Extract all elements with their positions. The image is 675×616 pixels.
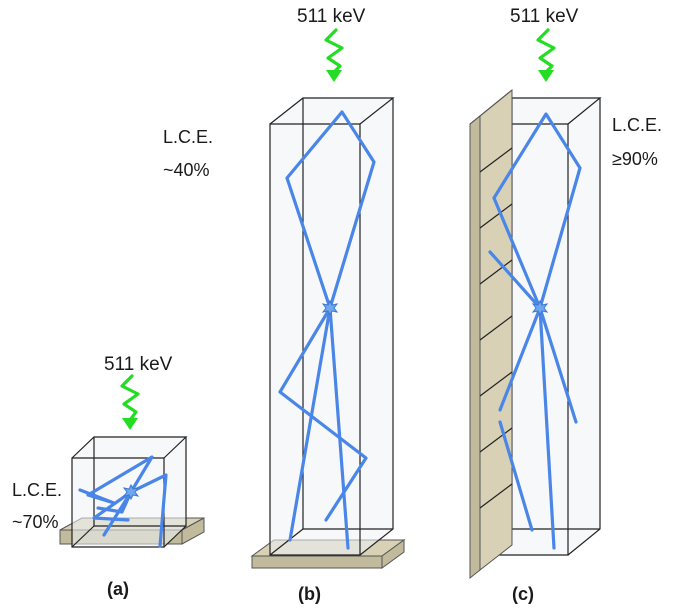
panel-a-caption: (a) (107, 579, 129, 599)
panel-c-energy-label: 511 keV (510, 6, 579, 27)
panel-b-energy-label: 511 keV (297, 6, 366, 27)
panel-c-gamma-icon (536, 28, 556, 82)
panel-a-crystal (71, 436, 188, 548)
panel-c: 511 keV (469, 6, 662, 604)
panel-a-interaction-point (122, 483, 140, 501)
panel-a-light-paths (78, 455, 168, 548)
panel-a-lce-value: ~70% (12, 512, 59, 532)
panel-c-light-paths (488, 112, 582, 550)
panel-b-lce-value: ~40% (163, 160, 210, 180)
panel-c-sipm-array (469, 88, 513, 580)
panel-a: 511 keV L.C.E. ~7 (12, 354, 205, 599)
panel-b-gamma-icon (324, 28, 344, 82)
panel-b-lce-label: L.C.E. (163, 127, 213, 147)
panel-a-gamma-icon (120, 374, 140, 430)
panel-b-caption: (b) (298, 584, 321, 604)
panel-c-lce-label: L.C.E. (612, 115, 662, 135)
panel-c-interaction-point (531, 299, 549, 317)
panel-c-caption: (c) (512, 584, 534, 604)
panel-b: 511 keV L.C.E. ~40% (163, 6, 406, 604)
panel-a-energy-label: 511 keV (104, 354, 173, 375)
panel-b-light-paths (278, 110, 376, 550)
panel-c-lce-value: ≥90% (612, 149, 658, 169)
panel-b-interaction-point (321, 299, 339, 317)
panel-a-lce-label: L.C.E. (12, 480, 62, 500)
panel-b-crystal (269, 97, 395, 556)
panel-c-crystal (479, 97, 602, 556)
